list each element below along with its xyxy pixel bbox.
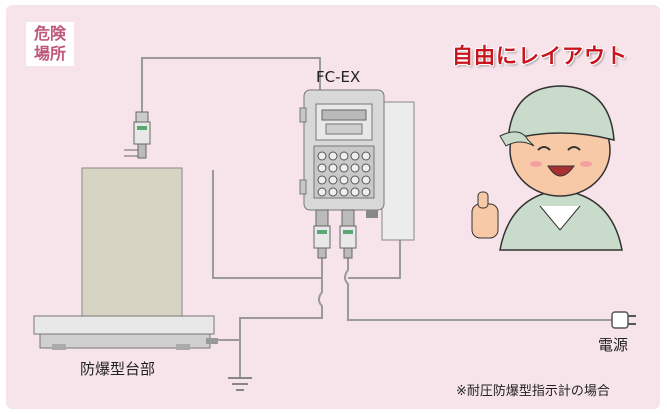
headline: 自由にレイアウト bbox=[452, 44, 628, 68]
sensor-probe bbox=[124, 111, 151, 159]
ground-symbol bbox=[228, 377, 252, 391]
hazard-area-line2: 場所 bbox=[33, 44, 66, 63]
cable-lines bbox=[141, 57, 612, 378]
platform-label: 防爆型台部 bbox=[80, 360, 156, 378]
worker-mascot-icon bbox=[471, 85, 623, 251]
power-plug-icon bbox=[611, 311, 636, 329]
ground-cable bbox=[239, 278, 323, 378]
footnote: ※耐圧防爆型指示計の場合 bbox=[456, 384, 610, 399]
indicator-model-label: FC-EX bbox=[316, 68, 361, 86]
sensor-cable bbox=[141, 57, 321, 120]
platform-cable bbox=[212, 318, 241, 341]
indicator-housing bbox=[299, 89, 415, 259]
load-object bbox=[81, 167, 183, 319]
hazard-area-line1: 危険 bbox=[33, 24, 66, 43]
power-label: 電源 bbox=[598, 336, 629, 354]
return-cable bbox=[348, 240, 401, 279]
power-cable bbox=[344, 258, 612, 321]
hazard-area-badge: 危険 場所 bbox=[26, 22, 74, 66]
load-cell-cable bbox=[212, 170, 323, 279]
platform-scale bbox=[33, 315, 218, 350]
